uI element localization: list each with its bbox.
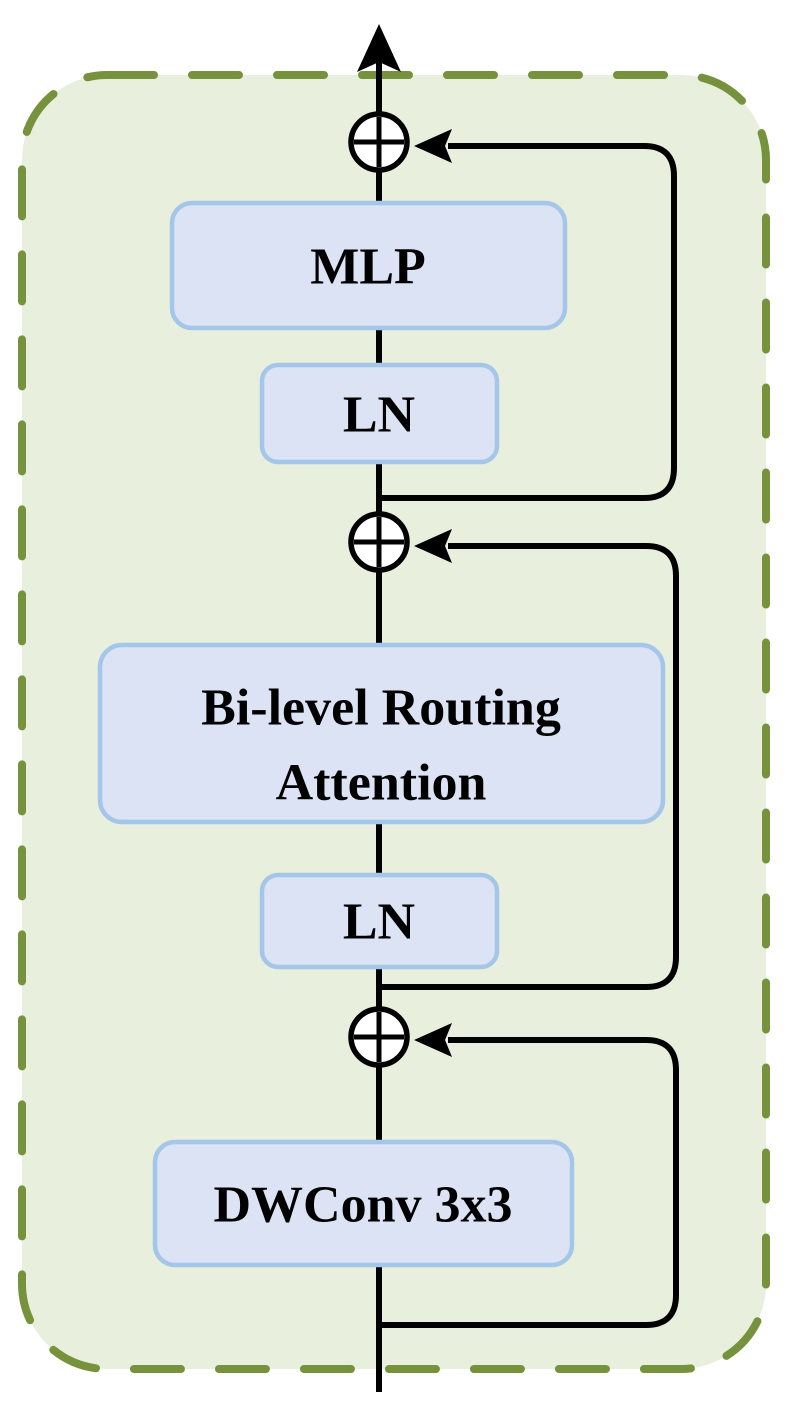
residual-skip-middle bbox=[377, 543, 679, 990]
ln-top-block bbox=[259, 362, 500, 465]
residual-skip-top bbox=[377, 143, 677, 501]
dwconv-block bbox=[152, 1139, 575, 1268]
add-operator-middle bbox=[348, 511, 410, 573]
ln-bottom-block bbox=[259, 872, 500, 970]
mlp-label: MLP bbox=[310, 239, 426, 296]
ln-top-label: LN bbox=[343, 387, 415, 444]
add-operator-top bbox=[348, 111, 410, 173]
mlp-block bbox=[169, 200, 568, 331]
skip-arrow-top-icon bbox=[414, 129, 452, 163]
skip-arrow-middle-icon bbox=[414, 529, 452, 563]
output-arrow-icon bbox=[357, 24, 401, 72]
attention-label-line2: Attention bbox=[276, 755, 487, 812]
add-operator-bottom bbox=[348, 1006, 410, 1068]
ln-bottom-label: LN bbox=[343, 894, 415, 951]
dwconv-label: DWConv 3x3 bbox=[213, 1177, 512, 1234]
residual-skip-bottom bbox=[377, 1037, 679, 1328]
skip-arrow-bottom-icon bbox=[414, 1023, 452, 1057]
attention-block bbox=[97, 642, 666, 825]
attention-label-line1: Bi-level Routing bbox=[201, 680, 561, 737]
